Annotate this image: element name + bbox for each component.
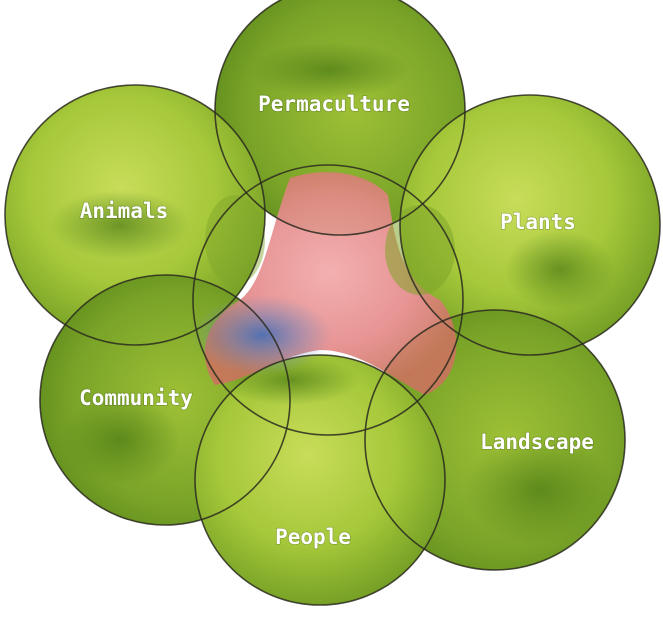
label-people: People	[275, 525, 351, 549]
center-green-overlay	[385, 205, 455, 295]
center-green-overlay-left	[205, 195, 265, 285]
label-permaculture: Permaculture	[258, 92, 410, 116]
label-plants: Plants	[500, 210, 576, 234]
label-animals: Animals	[80, 199, 169, 223]
center-blue-wash	[192, 295, 332, 375]
label-landscape: Landscape	[480, 430, 594, 454]
label-community: Community	[79, 386, 193, 410]
